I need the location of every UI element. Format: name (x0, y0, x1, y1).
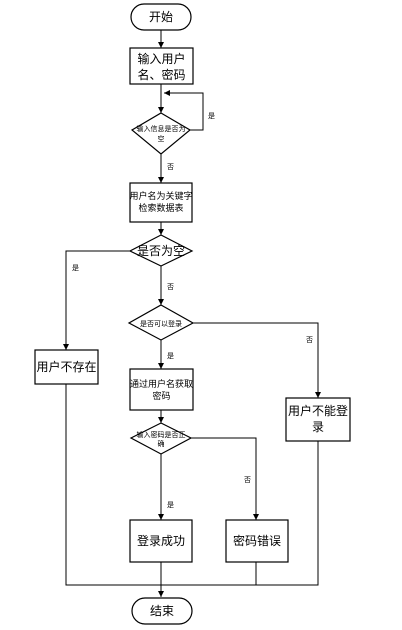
search-db-label-line1: 用户名为关键字 (129, 190, 192, 202)
node-get-password: 通过用户名获取 密码 (129, 368, 194, 411)
edge-merge-line (65, 384, 319, 586)
user-cannot-login-label-line2: 录 (312, 420, 324, 434)
label-no-check-empty: 否 (167, 283, 174, 291)
label-no-check-input: 否 (167, 163, 174, 171)
check-password-label-line2: 确 (158, 439, 165, 448)
node-input-user: 输入用户 名、密码 (129, 47, 194, 85)
edge-check-empty-yes (63, 250, 130, 350)
check-input-label-line1: 输入信息是否为 (137, 124, 186, 133)
label-yes-loop: 是 (208, 112, 215, 120)
label-yes-check-empty: 是 (72, 264, 79, 272)
edge-labels: 是 否 是 否 否 是 否 是 (72, 112, 313, 509)
get-password-label-line1: 通过用户名获取 (130, 378, 193, 390)
edge-check-pwd-no (191, 437, 259, 520)
node-check-empty: 是否为空 (128, 234, 194, 267)
node-user-cannot-login: 用户不能登 录 (285, 397, 351, 442)
node-search-db: 用户名为关键字 检索数据表 (129, 182, 193, 223)
label-no-check-login: 否 (306, 336, 313, 344)
node-login-success: 登录成功 (129, 519, 193, 563)
input-user-label-line2: 名、密码 (137, 67, 185, 82)
edges (63, 30, 321, 597)
node-check-input-empty: 输入信息是否为 空 (130, 112, 192, 155)
start-label: 开始 (149, 10, 173, 24)
node-check-login: 是否可以登录 (127, 304, 195, 341)
node-check-password: 输入密码是否正 确 (129, 422, 193, 455)
node-end: 结束 (131, 597, 193, 625)
check-password-label-line1: 输入密码是否正 (137, 430, 186, 439)
label-no-check-password: 否 (244, 476, 251, 484)
user-not-exist-label: 用户不存在 (36, 359, 96, 374)
edge-check-input-yes-loop (164, 90, 204, 131)
edge-check-login-no (193, 322, 321, 398)
end-label: 结束 (150, 604, 174, 618)
get-password-label-line2: 密码 (152, 390, 170, 402)
input-user-label-line1: 输入用户 (137, 51, 185, 66)
node-user-not-exist: 用户不存在 (34, 349, 99, 385)
label-yes-check-login: 是 (167, 352, 174, 360)
check-input-label-line2: 空 (158, 134, 165, 143)
node-start: 开始 (130, 3, 192, 31)
login-success-label: 登录成功 (137, 533, 185, 548)
password-error-label: 密码错误 (233, 533, 281, 548)
check-login-label: 是否可以登录 (140, 319, 182, 328)
label-yes-check-password: 是 (167, 501, 174, 509)
check-empty-label: 是否为空 (137, 244, 185, 258)
user-cannot-login-label-line1: 用户不能登 (288, 403, 348, 418)
search-db-label-line2: 检索数据表 (138, 202, 183, 214)
node-password-error: 密码错误 (225, 519, 289, 563)
